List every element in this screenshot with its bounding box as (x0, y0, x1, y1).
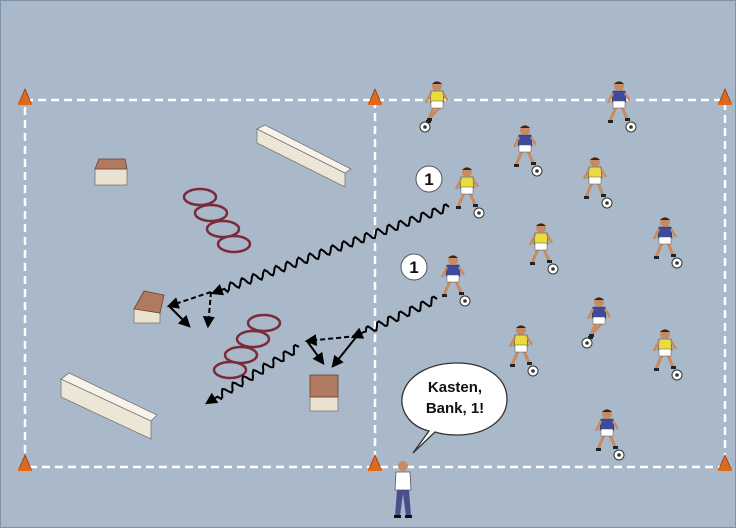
coach-callout-line2: Bank, 1! (426, 400, 484, 417)
player-icon (588, 297, 610, 339)
ball-icon (528, 366, 538, 376)
ball-icon (602, 198, 612, 208)
player-icon (426, 81, 448, 123)
bench-icon (61, 373, 157, 439)
hoop-icon (225, 347, 257, 363)
hoop-icon (195, 205, 227, 221)
speech-bubble-icon: Kasten, Bank, 1! (402, 363, 507, 453)
hoop-icon (184, 189, 216, 205)
ball-icon (626, 122, 636, 132)
hoop-icon (248, 315, 280, 331)
ball-icon (672, 370, 682, 380)
cone-icon (368, 89, 382, 105)
coach-icon (394, 461, 412, 518)
pass-arrows (169, 292, 357, 366)
hoop-icon (214, 362, 246, 378)
number-badge: 1 (416, 166, 442, 192)
player-icon (596, 409, 618, 451)
hoop-icon (218, 236, 250, 252)
ball-icon (420, 122, 430, 132)
player-icon (514, 125, 536, 167)
ball-icon (460, 296, 470, 306)
ball-icon (474, 208, 484, 218)
number-badge-label: 1 (409, 258, 418, 277)
hoop-icon (237, 331, 269, 347)
cone-icon (18, 455, 32, 471)
player-icon (530, 223, 552, 265)
coach-callout-line1: Kasten, (428, 379, 482, 396)
number-badge-label: 1 (424, 170, 433, 189)
player-icon (608, 81, 630, 123)
box-icon (95, 159, 127, 185)
box-icon (134, 291, 164, 323)
player-icon (654, 329, 676, 371)
ball-icon (614, 450, 624, 460)
cone-icon (368, 455, 382, 471)
ball-icon (548, 264, 558, 274)
ball-icon (672, 258, 682, 268)
dribble-path (353, 297, 437, 337)
number-badge: 1 (401, 254, 427, 280)
ball-icon (582, 338, 592, 348)
dribble-path (207, 345, 299, 403)
cone-icon (718, 89, 732, 105)
player-icon (456, 167, 478, 209)
player-icon (654, 217, 676, 259)
bench-icon (257, 125, 351, 187)
player-icon (510, 325, 532, 367)
cone-icon (18, 89, 32, 105)
player-icon (584, 157, 606, 199)
player-icon (442, 255, 464, 297)
ball-icon (532, 166, 542, 176)
cone-icon (718, 455, 732, 471)
hoop-icon (207, 221, 239, 237)
box-icon (310, 375, 338, 411)
